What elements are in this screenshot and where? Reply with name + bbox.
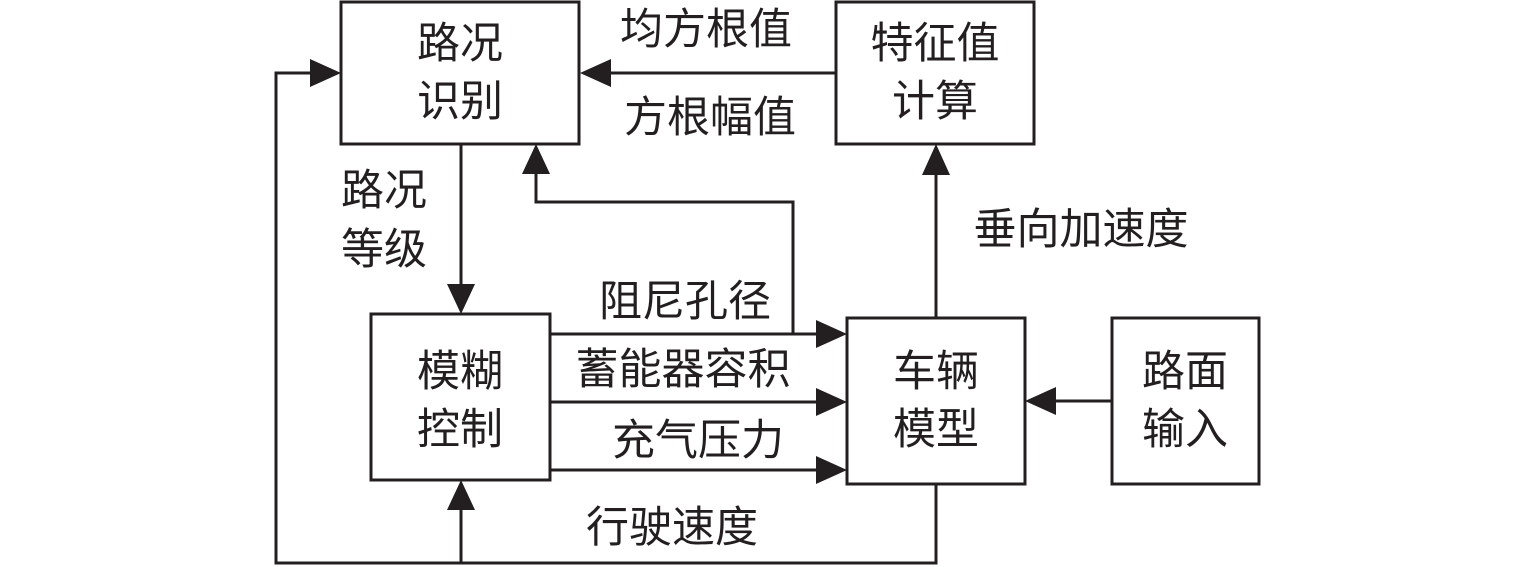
root-amplitude-value-label: 方根幅值 [624,93,796,143]
feature-value-calculation-box [834,0,1036,146]
arrow-into-control-top [447,284,475,314]
svg-text:计算: 计算 [892,77,978,127]
speed-feedback-loop-line [274,71,938,565]
road-input-box [1110,316,1261,486]
fuzzy-control-box [369,312,552,482]
svg-text:车辆: 车辆 [893,347,979,397]
arrow-into-vehicle-right [1025,387,1056,415]
svg-text:控制: 控制 [417,405,503,455]
arrow-into-vehicle-1 [816,320,847,348]
arrow-into-feature-calc [922,144,950,175]
road-input-label: 路面 输入 [1142,347,1228,455]
arrow-into-vehicle-3 [816,456,847,484]
fuzzy-control-label: 模糊 控制 [417,347,503,455]
road-condition-recognition-box [339,0,581,146]
arrow-into-recognition-left [310,59,341,87]
svg-text:模型: 模型 [893,405,979,455]
arrow-into-vehicle-2 [816,388,847,416]
damping-orifice-diameter-label: 阻尼孔径 [599,277,771,327]
arrow-into-recognition-right [580,59,611,87]
road-condition-level-label: 路况 等级 [341,166,427,275]
svg-text:等级: 等级 [341,225,427,275]
svg-text:特征值: 特征值 [871,19,1000,69]
arrow-into-recognition-bottom [522,144,550,174]
svg-text:路面: 路面 [1142,347,1228,397]
damping-feedback-line [534,172,795,334]
vehicle-model-box [845,316,1027,486]
feature-value-calculation-label: 特征值 计算 [871,19,1000,127]
svg-text:模糊: 模糊 [417,347,503,397]
driving-speed-label: 行驶速度 [586,503,758,553]
accumulator-volume-label: 蓄能器容积 [576,345,791,395]
arrow-into-control-bottom [447,480,475,510]
svg-text:路况: 路况 [417,19,503,69]
rms-value-label: 均方根值 [620,5,792,55]
svg-text:识别: 识别 [417,77,503,127]
road-condition-recognition-label: 路况 识别 [417,19,503,127]
vehicle-model-label: 车辆 模型 [893,347,979,455]
inflation-pressure-label: 充气压力 [612,416,784,466]
svg-text:输入: 输入 [1142,405,1228,455]
vertical-acceleration-label: 垂向加速度 [974,205,1189,255]
svg-text:路况: 路况 [341,166,427,216]
